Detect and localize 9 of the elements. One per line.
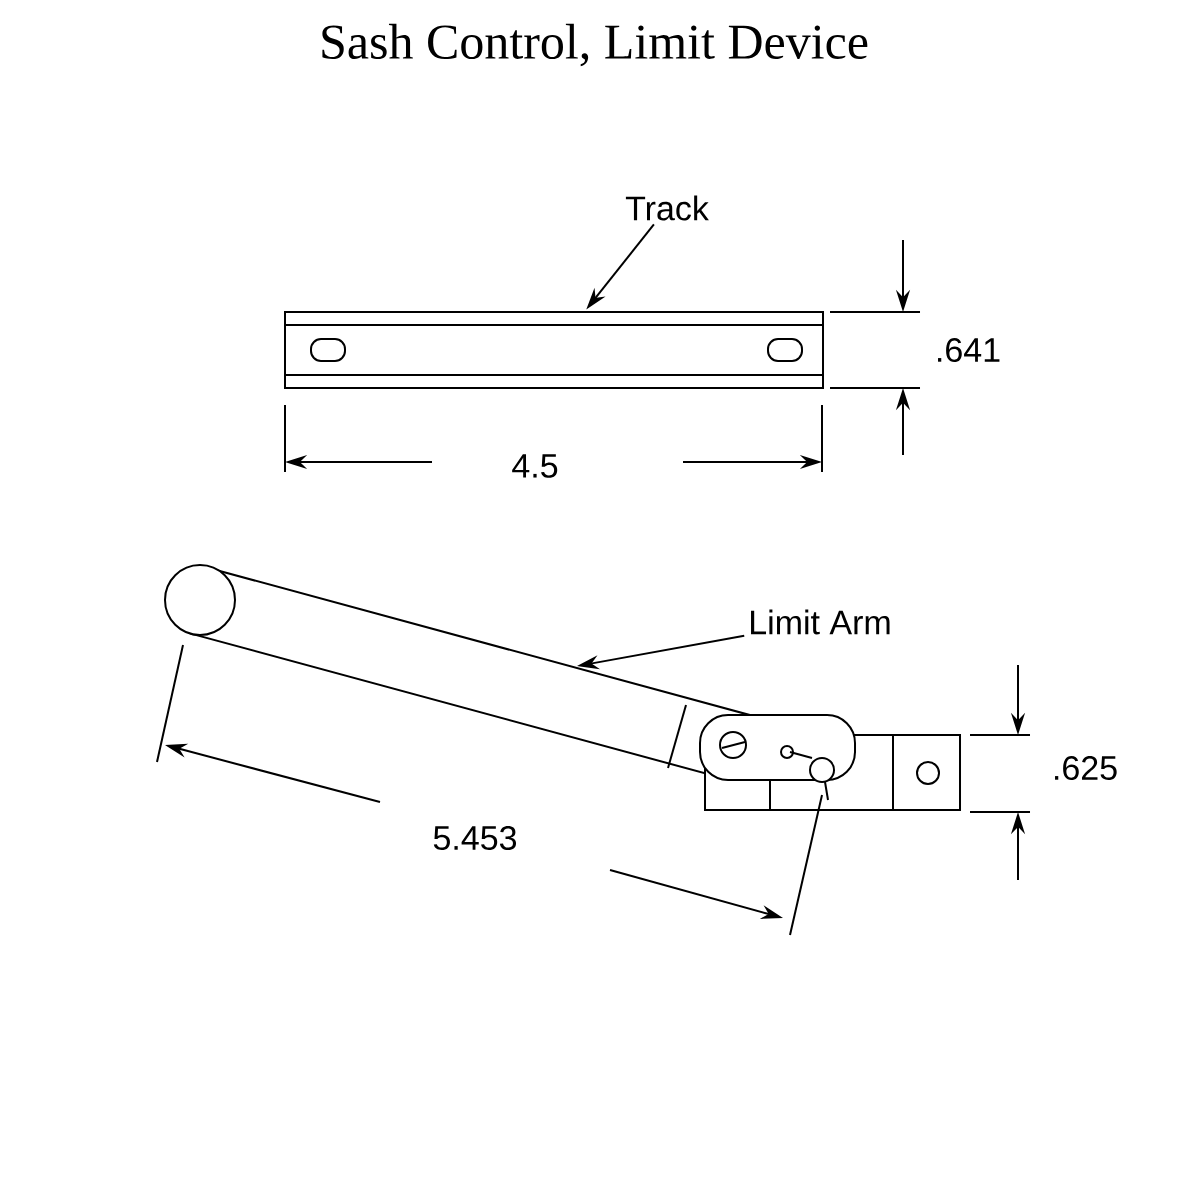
dimension-label: .625: [1055, 755, 1117, 781]
track-drawing: [284, 311, 824, 389]
dimension-label: 4.5: [512, 454, 558, 478]
part-label: Track: [625, 195, 709, 221]
limit-arm-drawing: [164, 564, 961, 811]
dimension-label: .641: [938, 337, 1000, 363]
dimension-label: 5.453: [433, 825, 517, 851]
title: Sash Control, Limit Device: [322, 23, 868, 67]
part-label: Limit Arm: [751, 609, 890, 635]
